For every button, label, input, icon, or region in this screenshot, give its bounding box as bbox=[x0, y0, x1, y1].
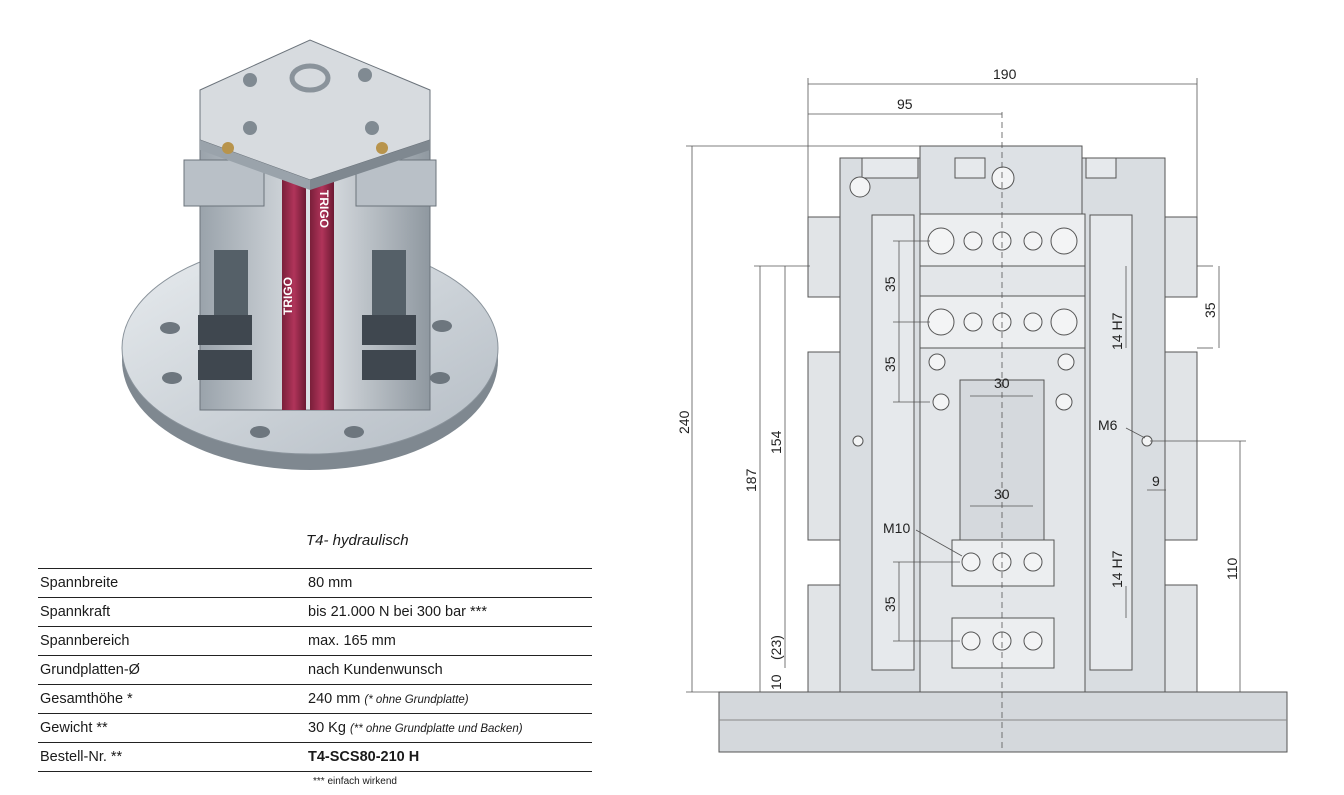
label-m10: M10 bbox=[883, 520, 910, 536]
dim-35-right: 35 bbox=[1202, 302, 1218, 318]
spec-value: bis 21.000 N bei 300 bar *** bbox=[308, 604, 487, 620]
dim-35-mid: 35 bbox=[882, 356, 898, 372]
table-row: Bestell-Nr. ** T4-SCS80-210 H bbox=[38, 742, 592, 772]
spec-value: 240 mm (* ohne Grundplatte) bbox=[308, 691, 469, 707]
spec-note: (* ohne Grundplatte) bbox=[364, 694, 469, 706]
brand-label: TRIGO bbox=[281, 277, 295, 315]
spec-value: max. 165 mm bbox=[308, 633, 396, 649]
spec-value: 30 Kg (** ohne Grundplatte und Backen) bbox=[308, 720, 523, 736]
technical-drawing: 190 95 240 187 154 35 35 35 35 14 H7 14 … bbox=[676, 66, 1288, 753]
spec-note: (** ohne Grundplatte und Backen) bbox=[349, 723, 523, 735]
dim-14h7-low: 14 H7 bbox=[1109, 550, 1125, 588]
dimension-lines bbox=[686, 78, 1246, 752]
dim-35-top: 35 bbox=[882, 276, 898, 292]
order-number: T4-SCS80-210 H bbox=[308, 749, 420, 765]
spec-label: Spannkraft bbox=[40, 604, 111, 620]
spec-label: Bestell-Nr. ** bbox=[40, 749, 123, 765]
table-row: Grundplatten-Ø nach Kundenwunsch bbox=[38, 655, 592, 685]
dim-240: 240 bbox=[676, 410, 692, 434]
spec-value: nach Kundenwunsch bbox=[308, 662, 443, 678]
dim-9: 9 bbox=[1152, 473, 1160, 489]
spec-label: Spannbreite bbox=[40, 575, 119, 591]
brand-label-2: TRIGO bbox=[317, 190, 331, 228]
product-caption: T4- hydraulisch bbox=[306, 532, 409, 549]
table-row: Spannkraft bis 21.000 N bei 300 bar *** bbox=[38, 597, 592, 627]
spec-label: Spannbereich bbox=[40, 633, 130, 649]
spec-label: Gewicht ** bbox=[40, 720, 108, 736]
dim-190: 190 bbox=[993, 66, 1017, 82]
dim-187: 187 bbox=[743, 468, 759, 492]
dim-154: 154 bbox=[768, 430, 784, 454]
table-row: Spannbreite 80 mm bbox=[38, 568, 592, 598]
dim-30-low: 30 bbox=[994, 486, 1010, 502]
dimension-labels: 190 95 240 187 154 35 35 35 35 14 H7 14 … bbox=[676, 66, 1240, 690]
table-row: Gewicht ** 30 Kg (** ohne Grundplatte un… bbox=[38, 713, 592, 743]
spec-label: Grundplatten-Ø bbox=[40, 662, 140, 678]
table-row: Spannbereich max. 165 mm bbox=[38, 626, 592, 656]
label-m6: M6 bbox=[1098, 417, 1118, 433]
drawing-holes bbox=[849, 166, 1153, 651]
spec-value: 80 mm bbox=[308, 575, 353, 591]
spec-label: Gesamthöhe * bbox=[40, 691, 133, 707]
dim-30-top: 30 bbox=[994, 375, 1010, 391]
spec-table: Spannbreite 80 mm Spannkraft bis 21.000 … bbox=[38, 568, 592, 772]
dim-95: 95 bbox=[897, 96, 913, 112]
dim-10: 10 bbox=[768, 674, 784, 690]
footnote: *** einfach wirkend bbox=[313, 776, 397, 787]
dim-110: 110 bbox=[1224, 557, 1240, 580]
top-block bbox=[199, 39, 431, 190]
dim-14h7-top: 14 H7 bbox=[1109, 312, 1125, 350]
dim-23: (23) bbox=[768, 635, 784, 660]
dim-35-low: 35 bbox=[882, 596, 898, 612]
product-image: TRIGO TRIGO bbox=[121, 39, 499, 470]
table-row: Gesamthöhe * 240 mm (* ohne Grundplatte) bbox=[38, 684, 592, 714]
